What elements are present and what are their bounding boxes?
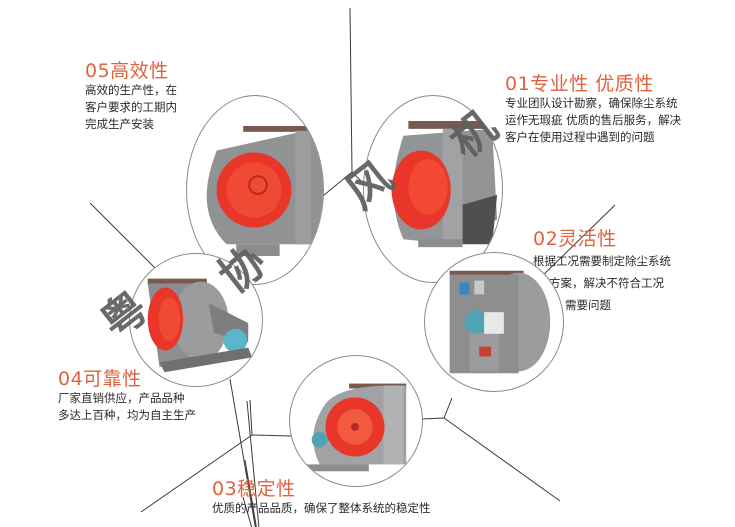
centrifugal-fan-icon: [147, 278, 253, 373]
feature-03-title: 03稳定性: [212, 478, 296, 500]
feature-03-line-1: 优质的产品品质，确保了整体系统的稳定性: [212, 501, 431, 515]
feature-04-line-1: 厂家直销供应，产品品种: [58, 391, 185, 405]
feature-02-description: 根据工况需要制定除尘系统 方案，解决不符合工况 需要问题: [533, 250, 671, 316]
feature-04-title: 04可靠性: [58, 368, 142, 390]
feature-02-title: 02灵活性: [533, 228, 617, 250]
feature-02-flexibility: 02灵活性 根据工况需要制定除尘系统 方案，解决不符合工况 需要问题: [533, 228, 671, 316]
feature-05-efficiency: 05高效性 高效的生产性，在 客户要求的工期内 完成生产安装: [85, 60, 177, 133]
product-image-fan-01: [363, 95, 503, 283]
feature-05-line-1: 高效的生产性，在: [85, 83, 177, 97]
centrifugal-fan-icon: [304, 383, 407, 472]
feature-04-line-2: 多达上百种，均为自主生产: [58, 408, 196, 422]
centrifugal-fan-icon: [391, 120, 498, 248]
feature-02-line-2: 方案，解决不符合工况: [549, 276, 664, 290]
feature-03-stability: 03稳定性 优质的产品品质，确保了整体系统的稳定性: [212, 478, 431, 517]
feature-01-line-3: 客户在使用过程中遇到的问题: [505, 130, 655, 144]
feature-04-description: 厂家直销供应，产品品种 多达上百种，均为自主生产: [58, 390, 196, 424]
feature-05-line-2: 客户要求的工期内: [85, 100, 177, 114]
feature-03-description: 优质的产品品质，确保了整体系统的稳定性: [212, 500, 431, 517]
feature-01-line-2: 运作无瑕疵 优质的售后服务，解决: [505, 113, 682, 127]
feature-01-professional: 01专业性 优质性 专业团队设计勘察，确保除尘系统 运作无瑕疵 优质的售后服务，…: [505, 73, 681, 146]
product-image-fan-04: [129, 253, 263, 387]
centrifugal-fan-icon: [206, 125, 323, 257]
product-image-fan-03: [289, 355, 423, 487]
feature-04-reliability: 04可靠性 厂家直销供应，产品品种 多达上百种，均为自主生产: [58, 368, 196, 424]
feature-02-line-1: 根据工况需要制定除尘系统: [533, 254, 671, 268]
feature-01-line-1: 专业团队设计勘察，确保除尘系统: [505, 96, 678, 110]
feature-05-title: 05高效性: [85, 60, 169, 82]
feature-02-line-3: 需要问题: [565, 298, 611, 312]
feature-01-title: 01专业性 优质性: [505, 73, 654, 95]
product-image-fan-02: [424, 252, 564, 392]
feature-05-description: 高效的生产性，在 客户要求的工期内 完成生产安装: [85, 82, 177, 133]
feature-05-line-3: 完成生产安装: [85, 117, 154, 131]
centrifugal-fan-icon: [449, 270, 551, 374]
feature-01-description: 专业团队设计勘察，确保除尘系统 运作无瑕疵 优质的售后服务，解决 客户在使用过程…: [505, 95, 681, 146]
